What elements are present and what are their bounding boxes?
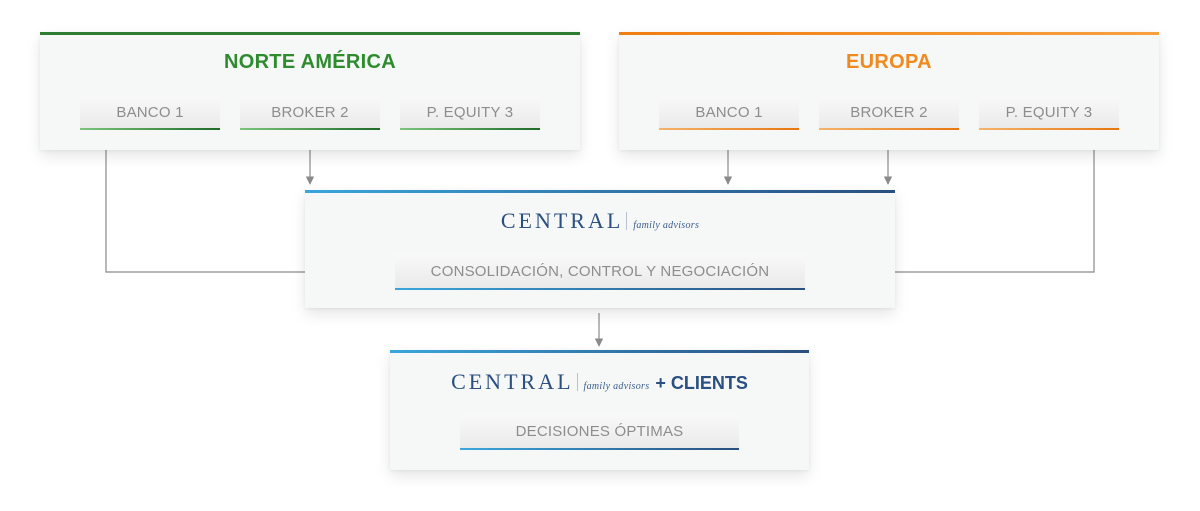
entity-label: BANCO 1 [695,104,763,121]
entity-box-na-broker: BROKER 2 [240,96,380,130]
entity-box-na-equity: P. EQUITY 3 [400,96,540,130]
entity-box-eu-broker: BROKER 2 [819,96,959,130]
region-accent-bar [40,32,580,35]
entity-label: P. EQUITY 3 [1005,104,1093,121]
result-label: DECISIONES ÓPTIMAS [515,423,684,440]
central-brand-logo: CENTRAL family advisors [305,208,895,234]
arrow-eu-equity-to-central [859,131,1095,277]
central-accent-bar [305,190,895,193]
process-label: CONSOLIDACIÓN, CONTROL Y NEGOCIACIÓN [430,263,770,280]
output-panel: CENTRAL family advisors + CLIENTS DECISION… [390,350,809,470]
brand-separator [626,212,628,230]
brand-name: CENTRAL [451,369,574,394]
output-brand-logo: CENTRAL family advisors + CLIENTS [390,369,809,395]
region-title-north-america: NORTE AMÉRICA [223,51,397,73]
region-title-europe: EUROPA [846,51,932,73]
arrow-na-banco-to-central [105,131,337,277]
entity-box-eu-equity: P. EQUITY 3 [979,96,1119,130]
brand-clients-suffix: + CLIENTS [655,373,748,393]
brand-tagline: family advisors [583,381,650,392]
entity-label: BANCO 1 [116,104,184,121]
region-panel-europe: EUROPA BANCO 1 BROKER 2 P. EQUITY 3 [619,32,1159,150]
entity-label: BROKER 2 [850,104,928,121]
brand-separator [576,373,578,391]
entity-box-na-banco: BANCO 1 [80,96,220,130]
entity-label: BROKER 2 [271,104,349,121]
entity-box-eu-banco: BANCO 1 [659,96,799,130]
brand-name: CENTRAL [500,208,624,233]
entity-label: P. EQUITY 3 [426,104,514,121]
brand-tagline: family advisors [633,220,700,231]
region-panel-north-america: NORTE AMÉRICA BANCO 1 BROKER 2 P. EQUITY… [40,32,580,150]
region-accent-bar [619,32,1159,35]
process-box: CONSOLIDACIÓN, CONTROL Y NEGOCIACIÓN [395,254,805,290]
central-panel: CENTRAL family advisors CONSOLIDACIÓN, CO… [305,190,895,308]
output-accent-bar [390,350,809,353]
result-box: DECISIONES ÓPTIMAS [460,414,739,450]
